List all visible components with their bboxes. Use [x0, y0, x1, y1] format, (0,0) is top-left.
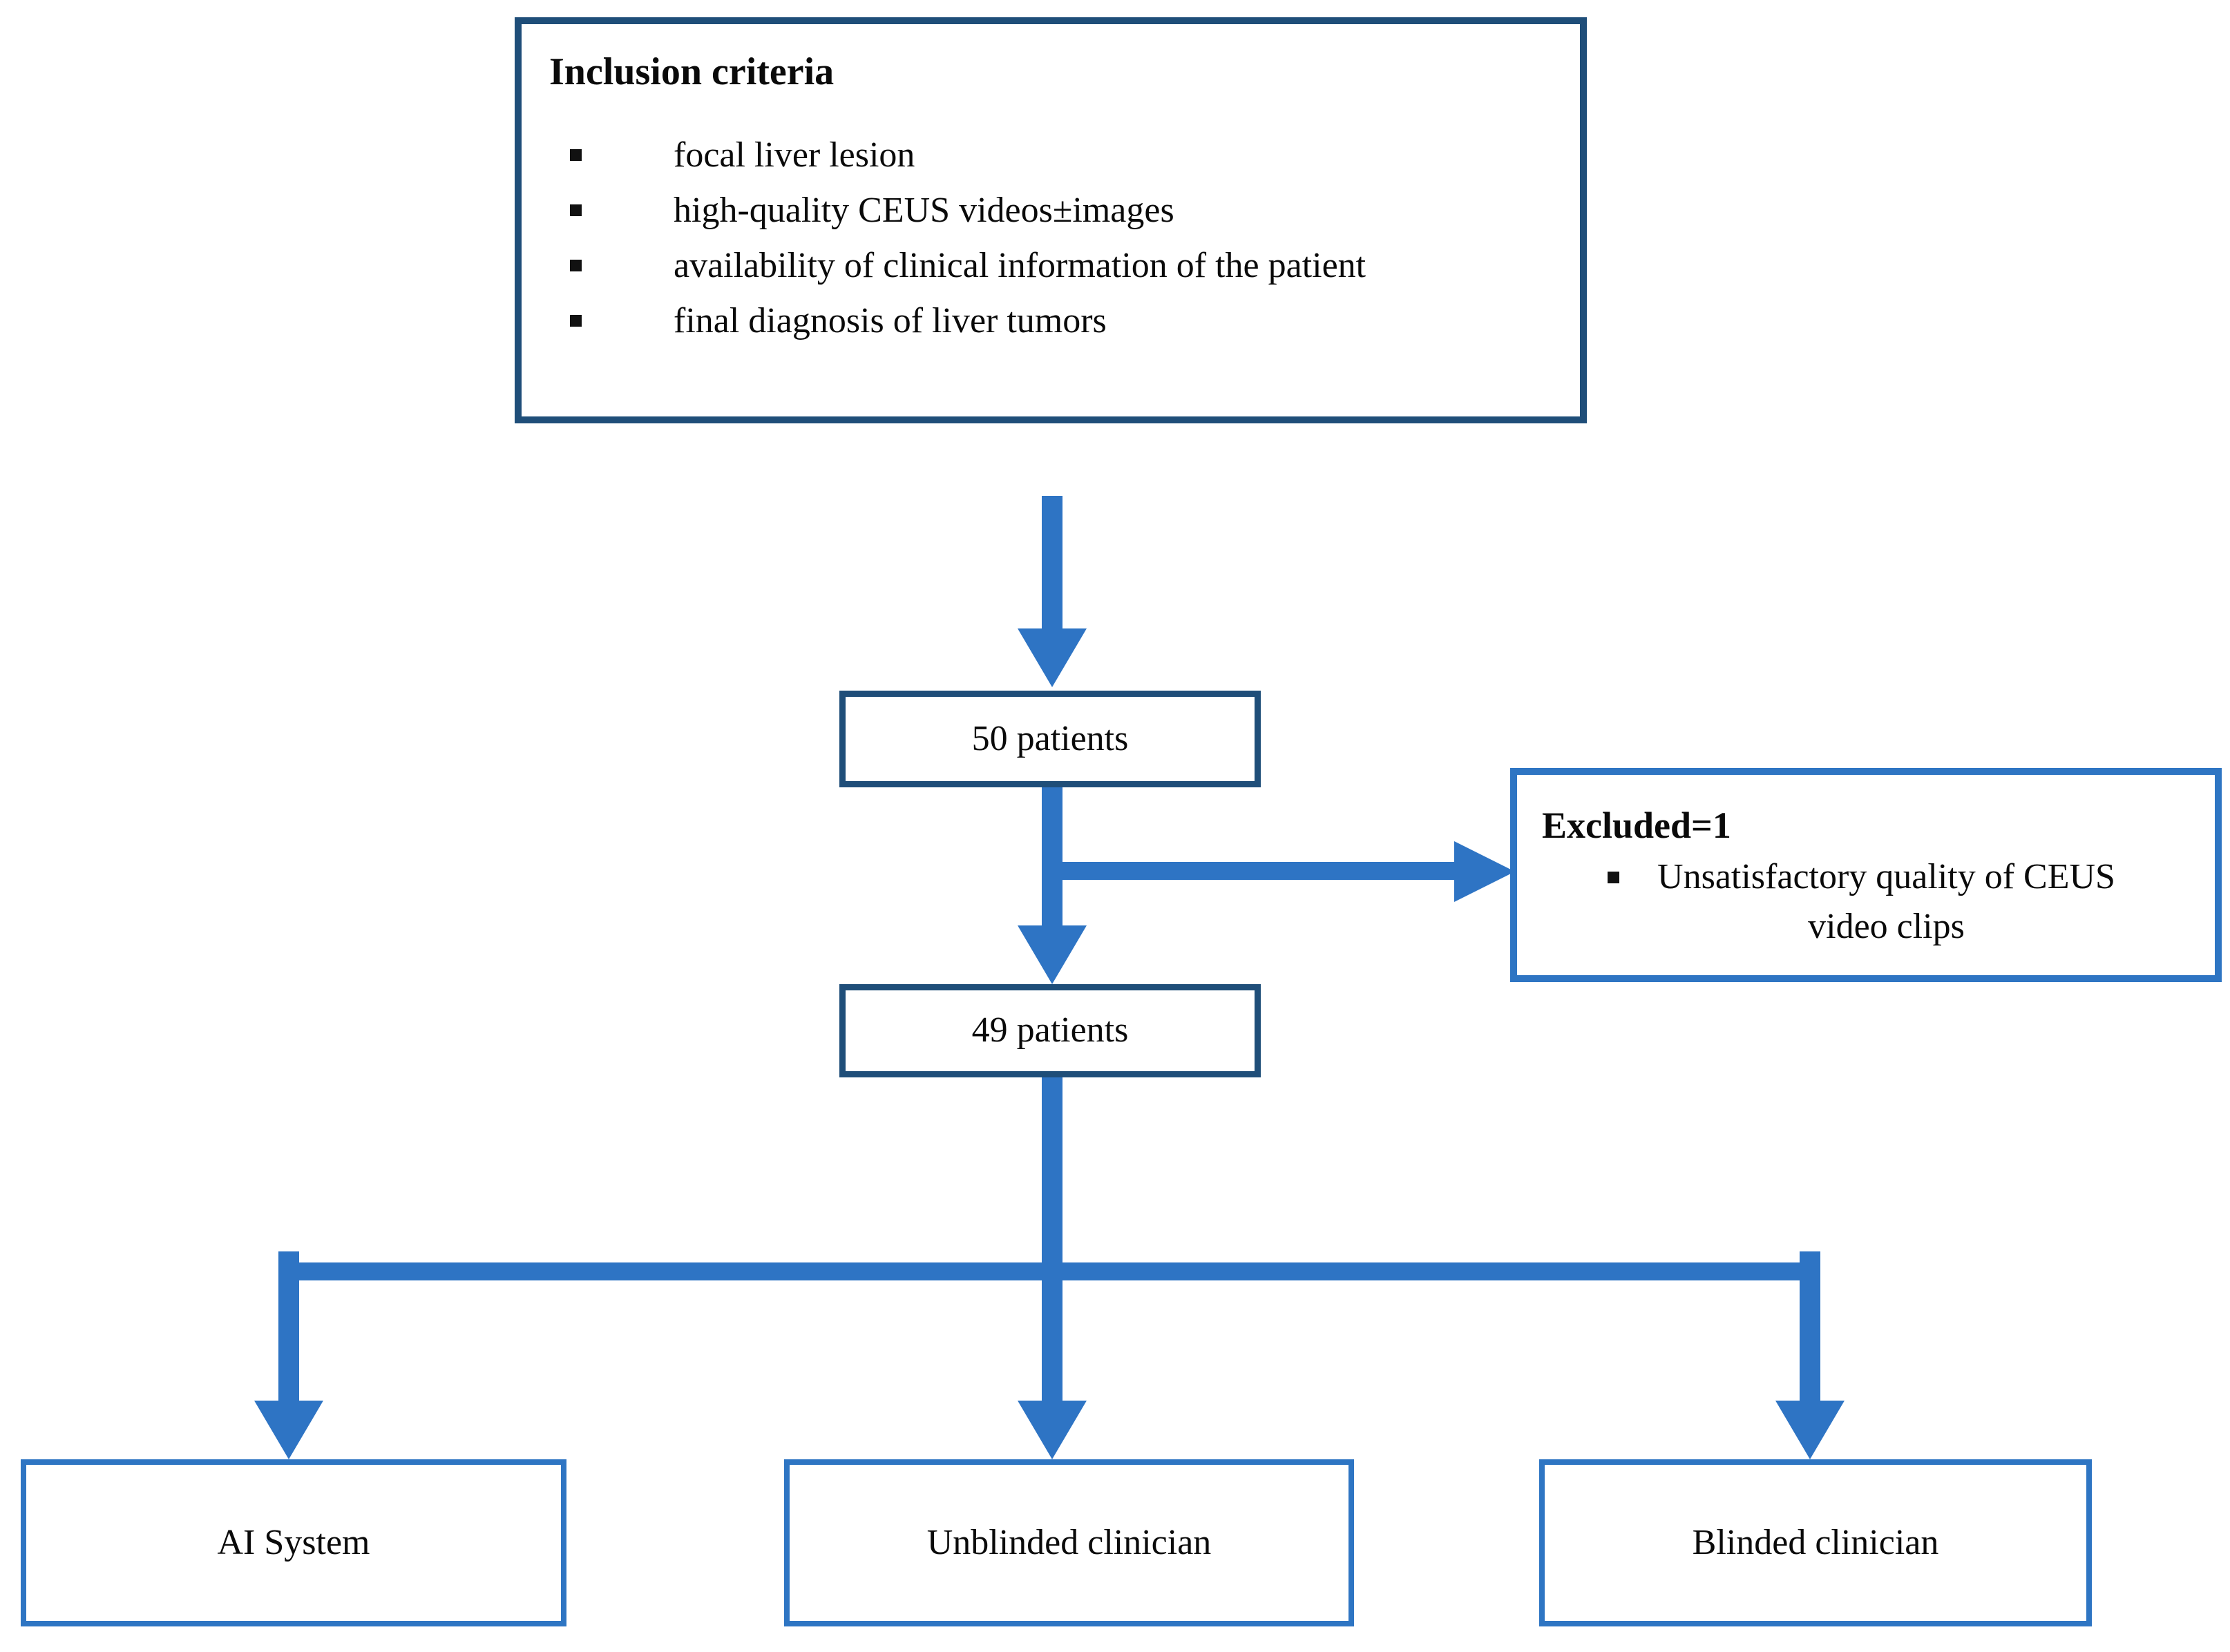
excluded-reason-item: Unsatisfactory quality of CEUS video cli… [1517, 852, 2215, 952]
patients-49-label: 49 patients [971, 1010, 1129, 1050]
arrow-down-icon [1018, 628, 1087, 687]
excluded-reason-text: Unsatisfactory quality of CEUS video cli… [1657, 857, 2115, 946]
patients-50-label: 50 patients [971, 718, 1129, 758]
arrow-shaft [1800, 1251, 1820, 1402]
arrow-down-icon [1018, 1401, 1087, 1459]
unblinded-clinician-box: Unblinded clinician [784, 1459, 1354, 1626]
arrow-shaft [1042, 1280, 1062, 1402]
arrow-down-icon [1018, 925, 1087, 984]
list-item-text: high-quality CEUS videos±images [674, 191, 1174, 230]
list-item-text: availability of clinical information of … [674, 246, 1366, 285]
list-item-text: final diagnosis of liver tumors [674, 301, 1107, 340]
arrow-down-icon [1775, 1401, 1845, 1459]
list-item: final diagnosis of liver tumors [570, 294, 1580, 349]
bullet-cell [570, 238, 674, 271]
ai-system-box: AI System [21, 1459, 566, 1626]
distribution-line [280, 1262, 1820, 1280]
inclusion-criteria-list: focal liver lesion high-quality CEUS vid… [522, 128, 1580, 349]
square-bullet-icon [570, 149, 582, 161]
inclusion-criteria-box: Inclusion criteria focal liver lesion hi… [515, 17, 1587, 423]
list-item: high-quality CEUS videos±images [570, 183, 1580, 238]
arrow-right-icon [1454, 841, 1515, 902]
square-bullet-icon [570, 204, 582, 216]
unblinded-clinician-label: Unblinded clinician [926, 1522, 1212, 1562]
inclusion-criteria-title: Inclusion criteria [549, 50, 835, 93]
square-bullet-icon [570, 260, 582, 271]
blinded-clinician-label: Blinded clinician [1692, 1522, 1939, 1562]
bullet-cell [570, 128, 674, 161]
bullet-cell [570, 183, 674, 216]
ai-system-label: AI System [217, 1522, 370, 1562]
arrow-shaft [278, 1251, 299, 1402]
list-item: availability of clinical information of … [570, 238, 1580, 294]
connector-shaft [1042, 1077, 1062, 1282]
exclusion-arrow-shaft [1050, 862, 1458, 880]
patients-50-box: 50 patients [839, 691, 1261, 787]
excluded-title: Excluded=1 [1542, 805, 1731, 846]
bullet-cell [570, 294, 674, 327]
list-item: focal liver lesion [570, 128, 1580, 183]
excluded-box: Excluded=1 Unsatisfactory quality of CEU… [1510, 768, 2222, 982]
arrow-shaft [1042, 496, 1062, 631]
square-bullet-icon [570, 315, 582, 327]
square-bullet-icon [1607, 872, 1619, 883]
list-item-text: focal liver lesion [674, 135, 915, 175]
arrow-shaft [1042, 787, 1062, 927]
arrow-down-icon [254, 1401, 323, 1459]
patients-49-box: 49 patients [839, 984, 1261, 1077]
blinded-clinician-box: Blinded clinician [1539, 1459, 2092, 1626]
